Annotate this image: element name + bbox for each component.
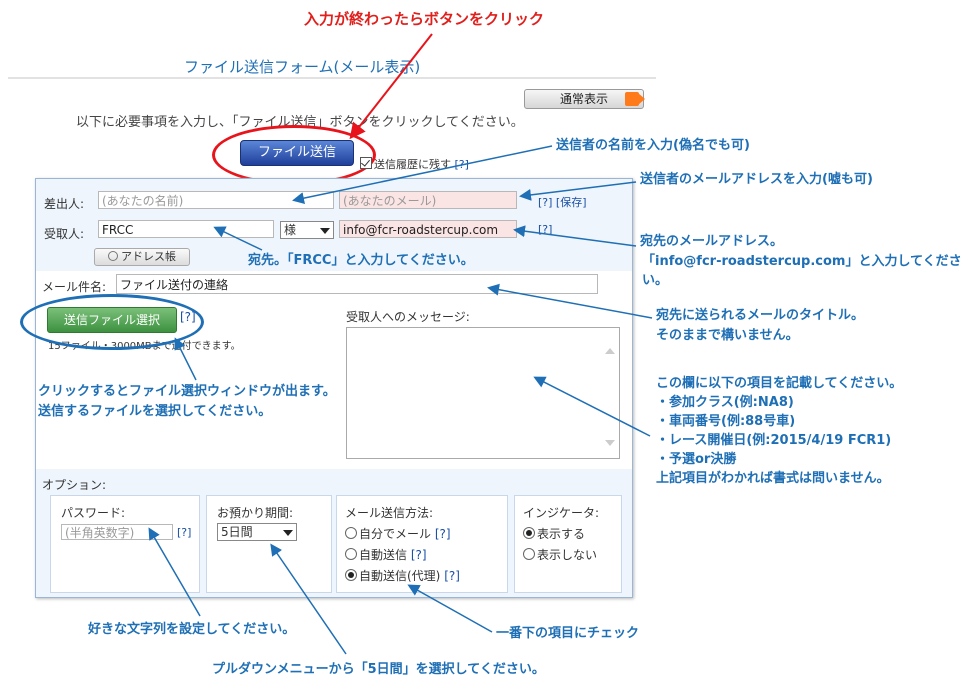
password-label: パスワード: (61, 506, 126, 520)
options-label: オプション: (42, 478, 107, 492)
annotation-dest-name: 宛先。「FRCC」と入力してください。 (248, 253, 474, 268)
normal-view-button[interactable]: 通常表示 (524, 89, 645, 109)
sender-email-field[interactable]: (あなたのメール) (339, 191, 517, 209)
radio-button[interactable] (345, 548, 357, 560)
retention-select[interactable]: 5日間 (217, 523, 297, 541)
radio-button[interactable] (345, 527, 357, 539)
honorific-select[interactable]: 様 (280, 221, 334, 239)
address-book-button[interactable]: アドレス帳 (94, 248, 190, 266)
indicator-box: インジケータ: 表示する 表示しない (514, 495, 622, 593)
method-option-self[interactable]: 自分でメール [?] (345, 525, 451, 542)
annotation-file-select-1: クリックするとファイル選択ウィンドウが出ます。 (38, 384, 336, 399)
recipient-label: 受取人: (44, 227, 85, 241)
subject-label: メール件名: (42, 280, 107, 294)
arrow-file-select (174, 337, 197, 381)
radio-button[interactable] (523, 548, 535, 560)
recipient-name-field[interactable]: FRCC (98, 220, 274, 238)
chevron-down-icon (283, 530, 293, 536)
message-textarea[interactable] (346, 327, 620, 459)
annotation-file-select-2: 送信するファイルを選択してください。 (38, 404, 272, 419)
radio-button-selected[interactable] (523, 527, 535, 539)
annotation-message-list: この欄に以下の項目を記載してください。 ・参加クラス(例:NA8) ・車両番号(… (656, 376, 903, 486)
message-label: 受取人へのメッセージ: (346, 310, 470, 324)
annotation-dest-mail-2: 「info@fcr-roadstercup.com」と入力してください。 (642, 254, 962, 288)
annotation-subject-1: 宛先に送られるメールのタイトル。 (656, 308, 865, 323)
send-method-box: メール送信方法: 自分でメール [?] 自動送信 [?] 自動送信(代理) [?… (336, 495, 508, 593)
arrow-sender-name (292, 145, 553, 205)
arrow-retention (270, 543, 347, 655)
keep-history-label: 送信履歴に残す (374, 158, 451, 171)
indicator-option-show[interactable]: 表示する (523, 525, 585, 542)
radio-button-selected[interactable] (345, 569, 357, 581)
sender-name-field[interactable]: (あなたの名前) (98, 191, 334, 209)
arrow-dest-name (213, 226, 263, 251)
send-method-label: メール送信方法: (345, 506, 434, 520)
arrow-right-icon (625, 92, 645, 106)
scroll-up-icon[interactable] (605, 348, 615, 354)
annotation-sender-name: 送信者の名前を入力(偽名でも可) (556, 138, 750, 153)
annotation-subject-2: そのままで構いません。 (656, 328, 799, 343)
keep-history-checkbox[interactable] (360, 157, 372, 169)
method-option-auto[interactable]: 自動送信 [?] (345, 546, 427, 563)
password-field[interactable]: (半角英数字) (61, 524, 173, 540)
page-title: ファイル送信フォーム(メール表示) (184, 58, 421, 76)
help-link-password[interactable]: [?] (177, 526, 192, 539)
highlight-ellipse-file-select (20, 294, 204, 350)
sender-label: 差出人: (44, 197, 85, 211)
annotation-retention: プルダウンメニューから「5日間」を選択してください。 (212, 662, 545, 677)
arrow-sender-mail (519, 181, 637, 201)
arrow-subject (487, 283, 653, 319)
arrow-red (349, 33, 433, 140)
help-save-link[interactable]: [?] [保存] (538, 196, 587, 209)
instruction-text: 以下に必要事項を入力し、「ファイル送信」ボタンをクリックしてください。 (76, 115, 524, 130)
scroll-down-icon[interactable] (605, 440, 615, 446)
annotation-dest-mail-1: 宛先のメールアドレス。 (640, 234, 784, 249)
method-option-proxy[interactable]: 自動送信(代理) [?] (345, 567, 460, 584)
annotation-method: 一番下の項目にチェック (496, 626, 640, 641)
password-box: パスワード: (半角英数字) [?] (50, 495, 200, 593)
indicator-label: インジケータ: (523, 506, 600, 520)
arrow-method (407, 584, 493, 633)
annotation-sender-mail: 送信者のメールアドレスを入力(嘘も可) (640, 172, 873, 187)
title-divider (8, 77, 656, 79)
subject-field[interactable]: ファイル送付の連絡 (116, 274, 598, 294)
annotation-password: 好きな文字列を設定してください。 (88, 622, 296, 637)
annotation-click-button: 入力が終わったらボタンをクリック (304, 10, 545, 28)
chevron-down-icon (320, 228, 330, 234)
indicator-option-hide[interactable]: 表示しない (523, 546, 597, 563)
retention-label: お預かり期間: (217, 506, 294, 520)
arrow-message (533, 376, 651, 437)
retention-box: お預かり期間: 5日間 (206, 495, 332, 593)
play-icon (108, 251, 118, 261)
arrow-dest-mail (513, 225, 637, 247)
arrow-password (148, 527, 201, 617)
recipient-email-field[interactable]: info@fcr-roadstercup.com (339, 220, 517, 238)
